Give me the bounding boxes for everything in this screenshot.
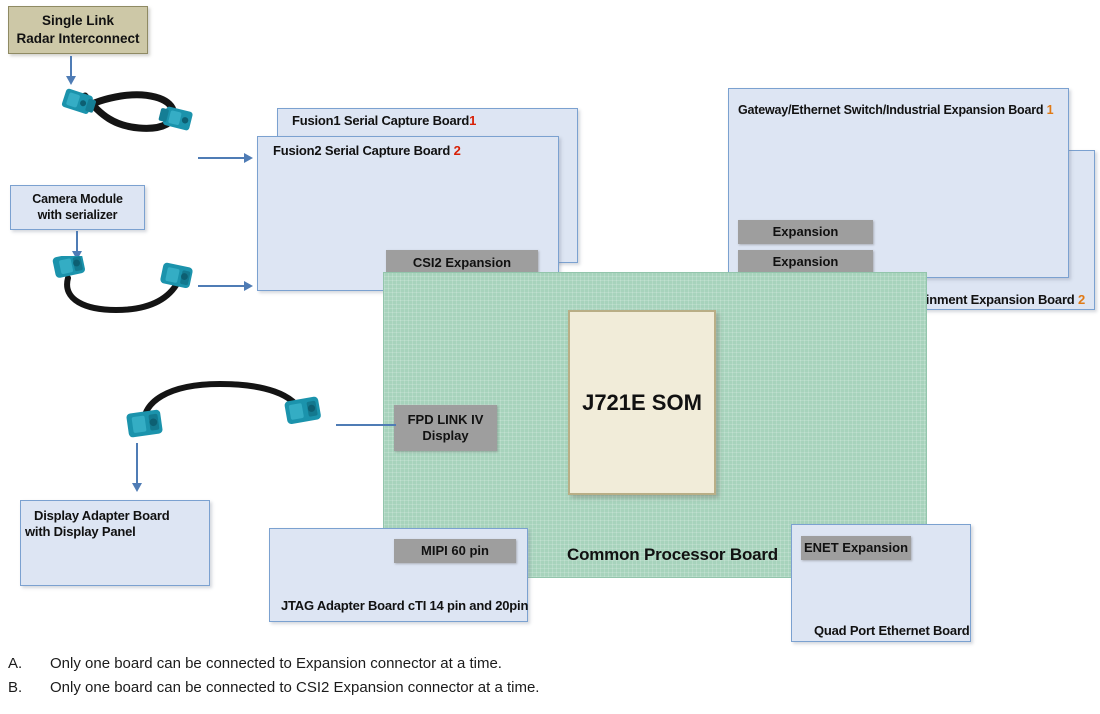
mipi-60-pin-label: MIPI 60 pin	[421, 542, 489, 558]
infotainment-marker: 2	[1077, 292, 1085, 307]
jtag-adapter-board-label: JTAG Adapter Board cTI 14 pin and 20pin	[281, 598, 529, 613]
expansion-connector-1-label: Expansion	[772, 223, 839, 239]
common-processor-board-label: Common Processor Board	[567, 545, 778, 564]
arrow-camera-to-cable	[76, 231, 78, 253]
display-fakra-cable	[126, 380, 321, 438]
display-adapter-label-line2: with Display Panel	[25, 524, 136, 539]
gateway-label-text: Gateway/Ethernet Switch/Industrial Expan…	[738, 103, 1044, 117]
fusion1-board-label: Fusion1 Serial Capture Board1	[292, 113, 476, 128]
line-display-cable-to-fpd-link	[336, 424, 396, 426]
expansion-connector-2-label: Expansion	[772, 253, 839, 269]
footnote-a-key: A.	[8, 655, 23, 672]
csi2-expansion-label: CSI2 Expansion	[412, 254, 512, 270]
infotainment-label-text: Infotainment Expansion Board	[891, 292, 1075, 307]
gateway-marker: 1	[1046, 103, 1054, 117]
camera-fakra-cable	[52, 256, 193, 314]
display-adapter-board	[20, 500, 210, 586]
expansion-connector-2: Expansion	[738, 250, 873, 274]
arrow-display-cable-to-adapter	[136, 443, 138, 485]
expansion-connector-1: Expansion	[738, 220, 873, 244]
arrow-radar-to-cable	[70, 56, 72, 78]
arrow-radar-to-cable-head	[66, 76, 76, 85]
j721e-som: J721E SOM	[568, 310, 716, 495]
som-label: J721E SOM	[582, 389, 702, 415]
gateway-board-label: Gateway/Ethernet Switch/Industrial Expan…	[738, 103, 1054, 117]
arrow-radar-to-fusion	[198, 157, 246, 159]
footnote-a: A. Only one board can be connected to Ex…	[8, 655, 1088, 672]
fusion1-label-text: Fusion1 Serial Capture Board	[292, 113, 470, 128]
fusion2-marker: 2	[453, 143, 461, 158]
footnote-b-key: B.	[8, 679, 23, 696]
arrow-display-cable-to-adapter-head	[132, 483, 142, 492]
fusion1-marker: 1	[469, 113, 477, 128]
arrow-camera-to-fusion-head	[244, 281, 253, 291]
camera-module-box	[10, 185, 145, 230]
infotainment-board-label: Infotainment Expansion Board 2	[891, 292, 1086, 307]
camera-module-label-line1: Camera Module	[32, 192, 123, 206]
radar-module-label-line2: Radar Interconnect	[16, 31, 140, 46]
single-link-radar-interconnect-box: Single Link Radar Interconnect	[8, 6, 148, 54]
camera-module-label-line2: with serializer	[37, 208, 118, 222]
radar-coax-cable	[61, 88, 193, 132]
display-adapter-label-line1: Display Adapter Board	[34, 508, 170, 523]
footnote-b-text: Only one board can be connected to CSI2 …	[50, 679, 540, 696]
radar-module-label-line1: Single Link	[41, 13, 114, 29]
mipi-60-pin-connector: MIPI 60 pin	[394, 539, 516, 563]
csi2-expansion-connector: CSI2 Expansion	[386, 250, 538, 276]
fpd-link-iv-display-connector: FPD LINK IV Display	[394, 405, 497, 451]
quad-port-ethernet-board-label: Quad Port Ethernet Board	[814, 623, 970, 638]
footnote-b: B. Only one board can be connected to CS…	[8, 679, 1088, 696]
arrow-radar-to-fusion-head	[244, 153, 253, 163]
fpd-link-label-line1: FPD LINK IV	[407, 411, 484, 427]
fusion2-label-text: Fusion2 Serial Capture Board	[273, 143, 451, 158]
footnote-a-text: Only one board can be connected to Expan…	[50, 655, 502, 672]
gateway-ethernet-industrial-expansion-board	[728, 88, 1069, 278]
arrow-camera-to-fusion	[198, 285, 246, 287]
enet-expansion-label: ENET Expansion	[803, 539, 909, 555]
enet-expansion-connector: ENET Expansion	[801, 536, 911, 560]
fusion2-board-label: Fusion2 Serial Capture Board 2	[273, 143, 461, 158]
footnotes: A. Only one board can be connected to Ex…	[8, 655, 1088, 703]
fpd-link-label-line2: Display	[422, 428, 469, 443]
